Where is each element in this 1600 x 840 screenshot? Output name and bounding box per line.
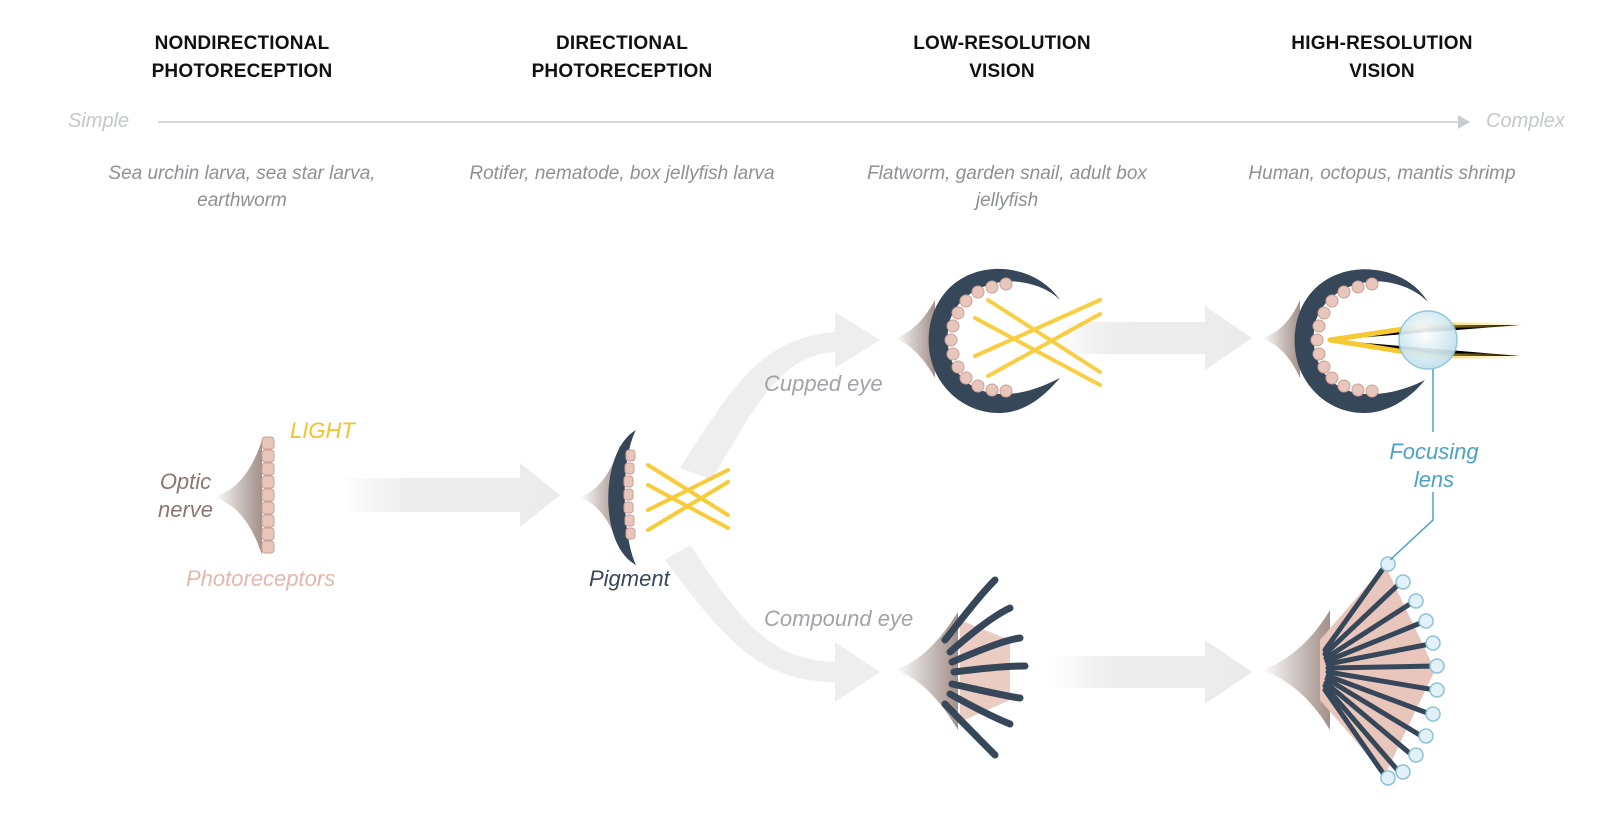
light-label: LIGHT (290, 418, 355, 443)
examples-directional: Rotifer, nematode, box jellyfish larva (469, 163, 775, 184)
flow-branch-down (665, 545, 880, 702)
flow-arrow-1 (340, 463, 560, 527)
directional-photoreceptor (580, 430, 730, 565)
cupped-eye-label: Cupped eye (764, 371, 883, 396)
examples-nondirectional: Sea urchin larva, sea star larva, earthw… (108, 163, 376, 211)
light-rays-nondirectional (283, 455, 362, 539)
light-rays-cupped (973, 298, 1102, 387)
compound-eye-high-res (1262, 492, 1503, 786)
optic-nerve-shape (1262, 610, 1330, 730)
optic-nerve-label: Optic nerve (148, 468, 223, 524)
optic-nerve-shape (214, 440, 262, 555)
stage-title-low-resolution: LOW-RESOLUTION VISION (852, 30, 1152, 86)
photoreceptor-cells (261, 436, 275, 554)
stage-title-directional: DIRECTIONAL PHOTORECEPTION (472, 30, 772, 86)
axis-end-label: Complex (1486, 110, 1565, 132)
stage-title-high-resolution: HIGH-RESOLUTION VISION (1232, 30, 1532, 86)
compound-eye-low-res (895, 576, 1077, 759)
optic-nerve-shape (895, 300, 935, 378)
complexity-axis (158, 115, 1470, 129)
photoreceptors-label: Photoreceptors (186, 566, 336, 591)
light-rays-compound-high (1389, 563, 1503, 775)
pigment-rods (1322, 563, 1438, 779)
flow-arrow-cupped (1050, 306, 1252, 370)
flow-branch-up (680, 312, 880, 480)
examples-high-resolution: Human, octopus, mantis shrimp (1248, 163, 1516, 184)
optic-nerve-line: Optic (159, 469, 212, 494)
stage-title-line: NONDIRECTIONAL (154, 33, 330, 54)
photoreceptor-cells (1310, 277, 1379, 398)
focusing-lens-label: Focusing lens (1380, 438, 1488, 494)
flow-arrow-compound (1050, 640, 1252, 704)
camera-eye (1262, 269, 1523, 432)
examples-low-resolution: Flatworm, garden snail, adult box jellyf… (867, 163, 1147, 211)
optic-nerve-shape (580, 445, 620, 550)
pigment-label: Pigment (589, 566, 670, 591)
stage-title-line: PHOTORECEPTION (151, 61, 333, 82)
stage-title-line: VISION (969, 61, 1035, 82)
ommatidia-lenses (1380, 556, 1445, 786)
axis-arrowhead-icon (1458, 115, 1470, 129)
focusing-lens-icon (1398, 310, 1458, 370)
focusing-lens-line: Focusing (1389, 439, 1479, 464)
lens-callout-line (1389, 492, 1434, 561)
pigment-cup (608, 430, 636, 565)
optic-nerve-line: nerve (157, 497, 214, 522)
stage-title-line: HIGH-RESOLUTION (1291, 33, 1473, 54)
stage-title-line: VISION (1349, 61, 1415, 82)
stage-title-line: PHOTORECEPTION (531, 61, 713, 82)
light-rays-compound-low (993, 586, 1077, 752)
stage-title-nondirectional: NONDIRECTIONAL PHOTORECEPTION (92, 30, 392, 86)
light-rays-directional (646, 463, 730, 532)
nondirectional-photoreceptor (214, 436, 362, 555)
optic-nerve-shape (1262, 300, 1300, 378)
photoreceptor-cells (623, 449, 636, 540)
stage-title-line: LOW-RESOLUTION (913, 33, 1091, 54)
axis-start-label: Simple (68, 110, 130, 132)
cupped-eye (895, 268, 1102, 414)
focusing-lens-line: lens (1413, 467, 1455, 492)
flow-arrows (340, 306, 1252, 704)
photoreceptor-cells (944, 277, 1013, 398)
stage-title-line: DIRECTIONAL (555, 33, 689, 54)
compound-eye-label: Compound eye (764, 606, 914, 631)
